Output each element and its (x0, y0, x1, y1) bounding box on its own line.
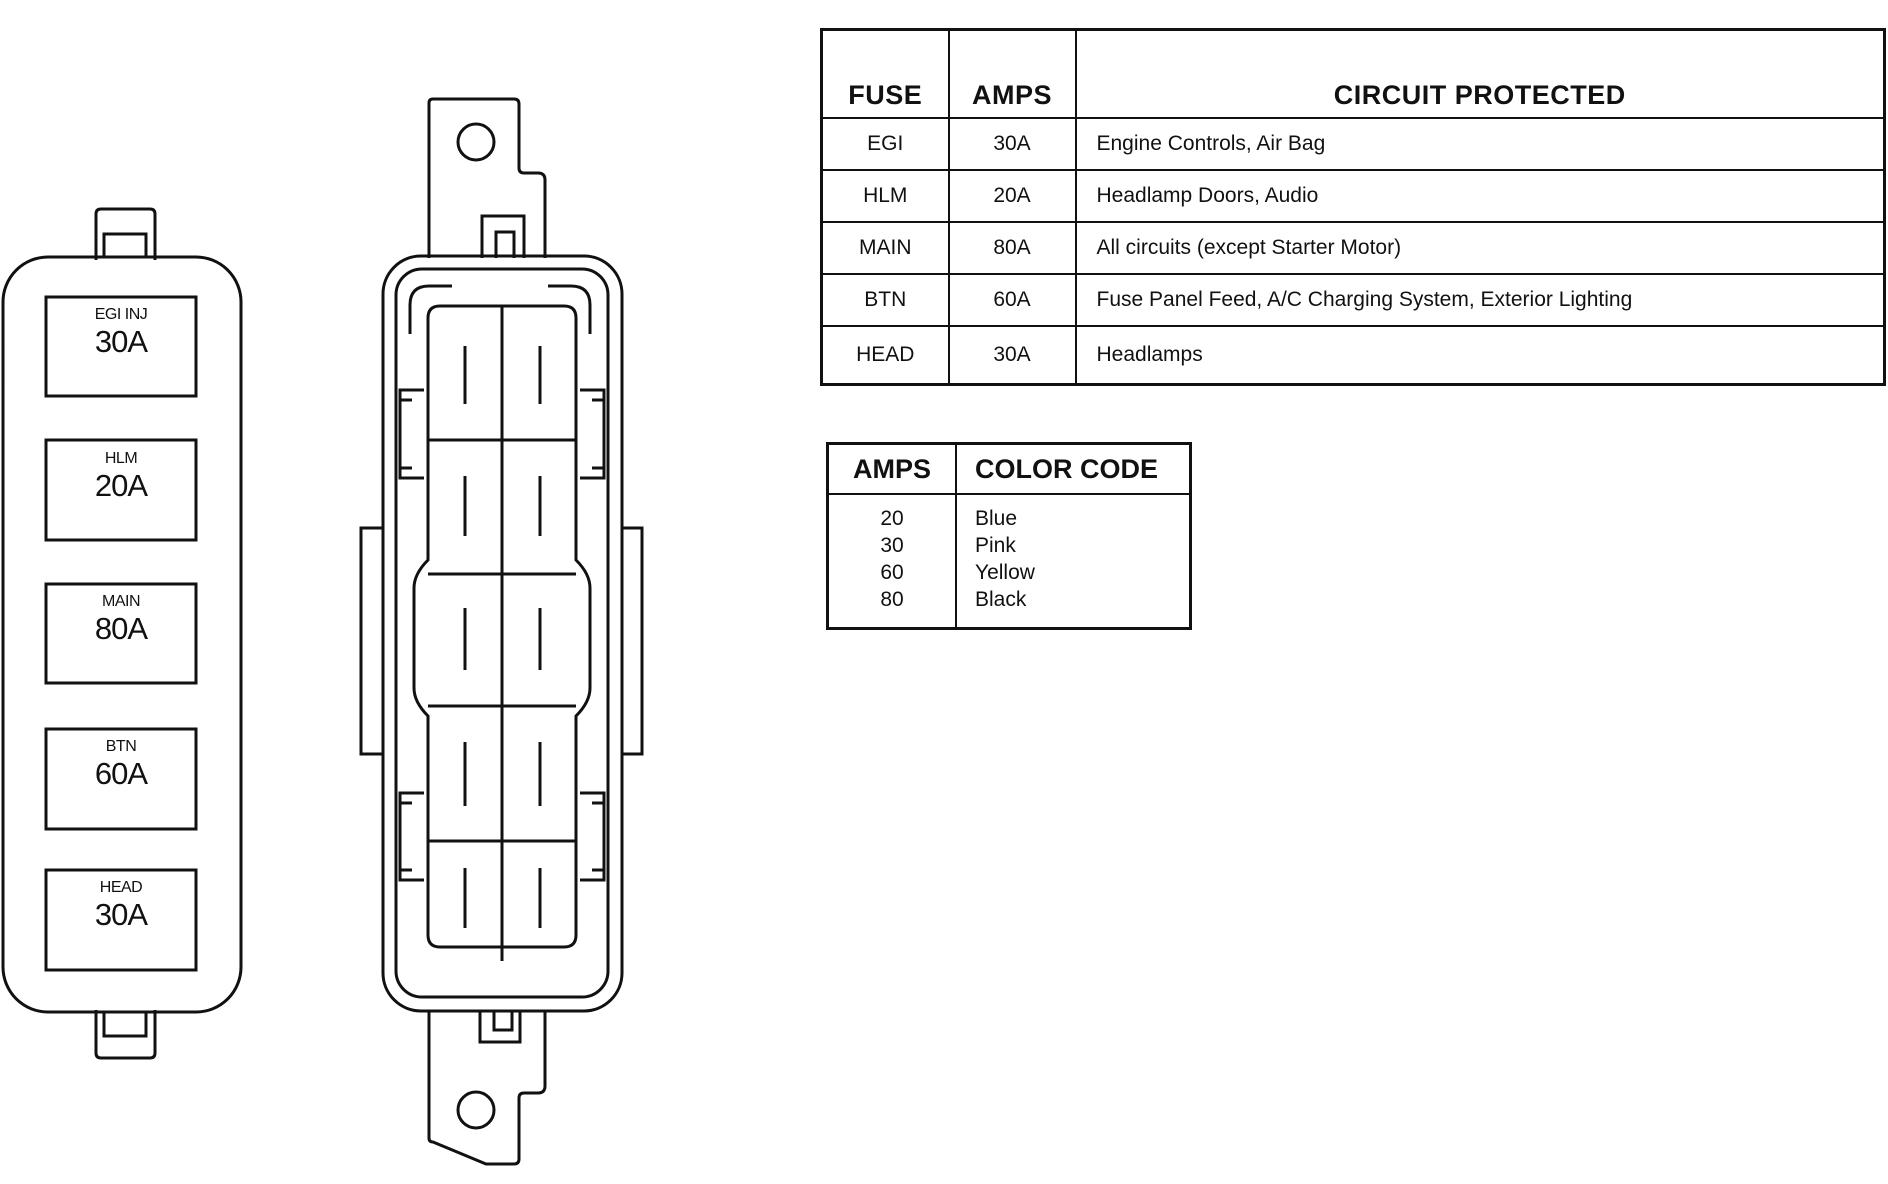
fuse-cell: BTN (820, 273, 950, 327)
amps-value: 80 (880, 588, 904, 611)
header-amps: AMPS (947, 28, 1077, 119)
table-row: HLM 20A Headlamp Doors, Audio (820, 169, 1886, 223)
color-value: Blue (975, 507, 1018, 530)
table-header-row: FUSE AMPS CIRCUIT PROTECTED (820, 28, 1886, 119)
table-row: EGI 30A Engine Controls, Air Bag (820, 117, 1886, 171)
fuse-name: BTN (105, 738, 137, 755)
fuse-slot-head (44, 868, 198, 972)
amps-cell: 80A (947, 221, 1077, 275)
fuse-label-btn: BTN 60A (46, 738, 196, 792)
header-circuit-protected: CIRCUIT PROTECTED (1074, 28, 1886, 119)
color-list: Blue Pink Yellow Black (955, 494, 1192, 629)
circuit-cell: Fuse Panel Feed, A/C Charging System, Ex… (1074, 273, 1886, 327)
color-code-table: AMPS COLOR CODE 20 30 60 80 Blue Pink Ye… (826, 442, 1192, 630)
table-row: HEAD 30A Headlamps (820, 325, 1886, 386)
fuse-block-top-tab (94, 207, 157, 260)
header-fuse: FUSE (820, 28, 950, 119)
color-value: Black (975, 588, 1027, 611)
fuse-amps: 30A (94, 897, 148, 932)
fuse-block-drawing (1, 97, 644, 1166)
amps-cell: 20A (947, 169, 1077, 223)
fuse-cell: EGI (820, 117, 950, 171)
amps-cell: 30A (947, 117, 1077, 171)
color-value: Pink (975, 534, 1016, 557)
fuse-name: HLM (104, 450, 138, 467)
fuse-slot-main (44, 582, 198, 685)
table-row: 20 30 60 80 Blue Pink Yellow Black (826, 494, 1192, 629)
color-value: Yellow (975, 561, 1035, 584)
header-color-code: COLOR CODE (955, 443, 1192, 495)
circuit-cell: Headlamp Doors, Audio (1074, 169, 1886, 223)
fuse-slot-hlm (44, 438, 198, 542)
fuse-circuit-table: FUSE AMPS CIRCUIT PROTECTED EGI 30A Engi… (820, 28, 1886, 386)
fuse-cell: HLM (820, 169, 950, 223)
fuse-label-egi-inj: EGI INJ 30A (46, 306, 196, 360)
fuse-cell: HEAD (820, 325, 950, 386)
fuse-name: EGI INJ (94, 306, 148, 323)
amps-value: 20 (880, 507, 904, 530)
amps-value: 60 (880, 561, 904, 584)
side-view-bottom-bracket (427, 1011, 547, 1166)
circuit-cell: All circuits (except Starter Motor) (1074, 221, 1886, 275)
fuse-label-head: HEAD 30A (46, 879, 196, 933)
fuse-slot-btn (44, 727, 198, 831)
fuse-amps: 60A (94, 756, 148, 791)
side-view-body (381, 254, 624, 1013)
side-view-right-latch (622, 526, 644, 756)
fuse-slot-egi-inj (44, 295, 198, 398)
fuse-name: MAIN (102, 593, 141, 610)
table-row: MAIN 80A All circuits (except Starter Mo… (820, 221, 1886, 275)
fuse-amps: 30A (94, 324, 148, 359)
side-view-top-bracket (427, 97, 547, 258)
fuse-cell: MAIN (820, 221, 950, 275)
amps-cell: 60A (947, 273, 1077, 327)
table-row: BTN 60A Fuse Panel Feed, A/C Charging Sy… (820, 273, 1886, 327)
table-header-row: AMPS COLOR CODE (826, 443, 1192, 495)
circuit-cell: Engine Controls, Air Bag (1074, 117, 1886, 171)
fuse-amps: 20A (94, 468, 148, 503)
fuse-block-body (1, 255, 243, 1014)
header-amps: AMPS (826, 443, 957, 495)
fuse-label-main: MAIN 80A (46, 593, 196, 647)
fuse-block-bottom-tab (94, 1010, 157, 1060)
amps-list: 20 30 60 80 (826, 494, 957, 629)
fuse-label-hlm: HLM 20A (46, 450, 196, 504)
fuse-name: HEAD (99, 879, 143, 896)
amps-value: 30 (880, 534, 904, 557)
circuit-cell: Headlamps (1074, 325, 1886, 386)
amps-cell: 30A (947, 325, 1077, 386)
fuse-amps: 80A (94, 611, 148, 646)
side-view-left-latch (359, 526, 383, 756)
